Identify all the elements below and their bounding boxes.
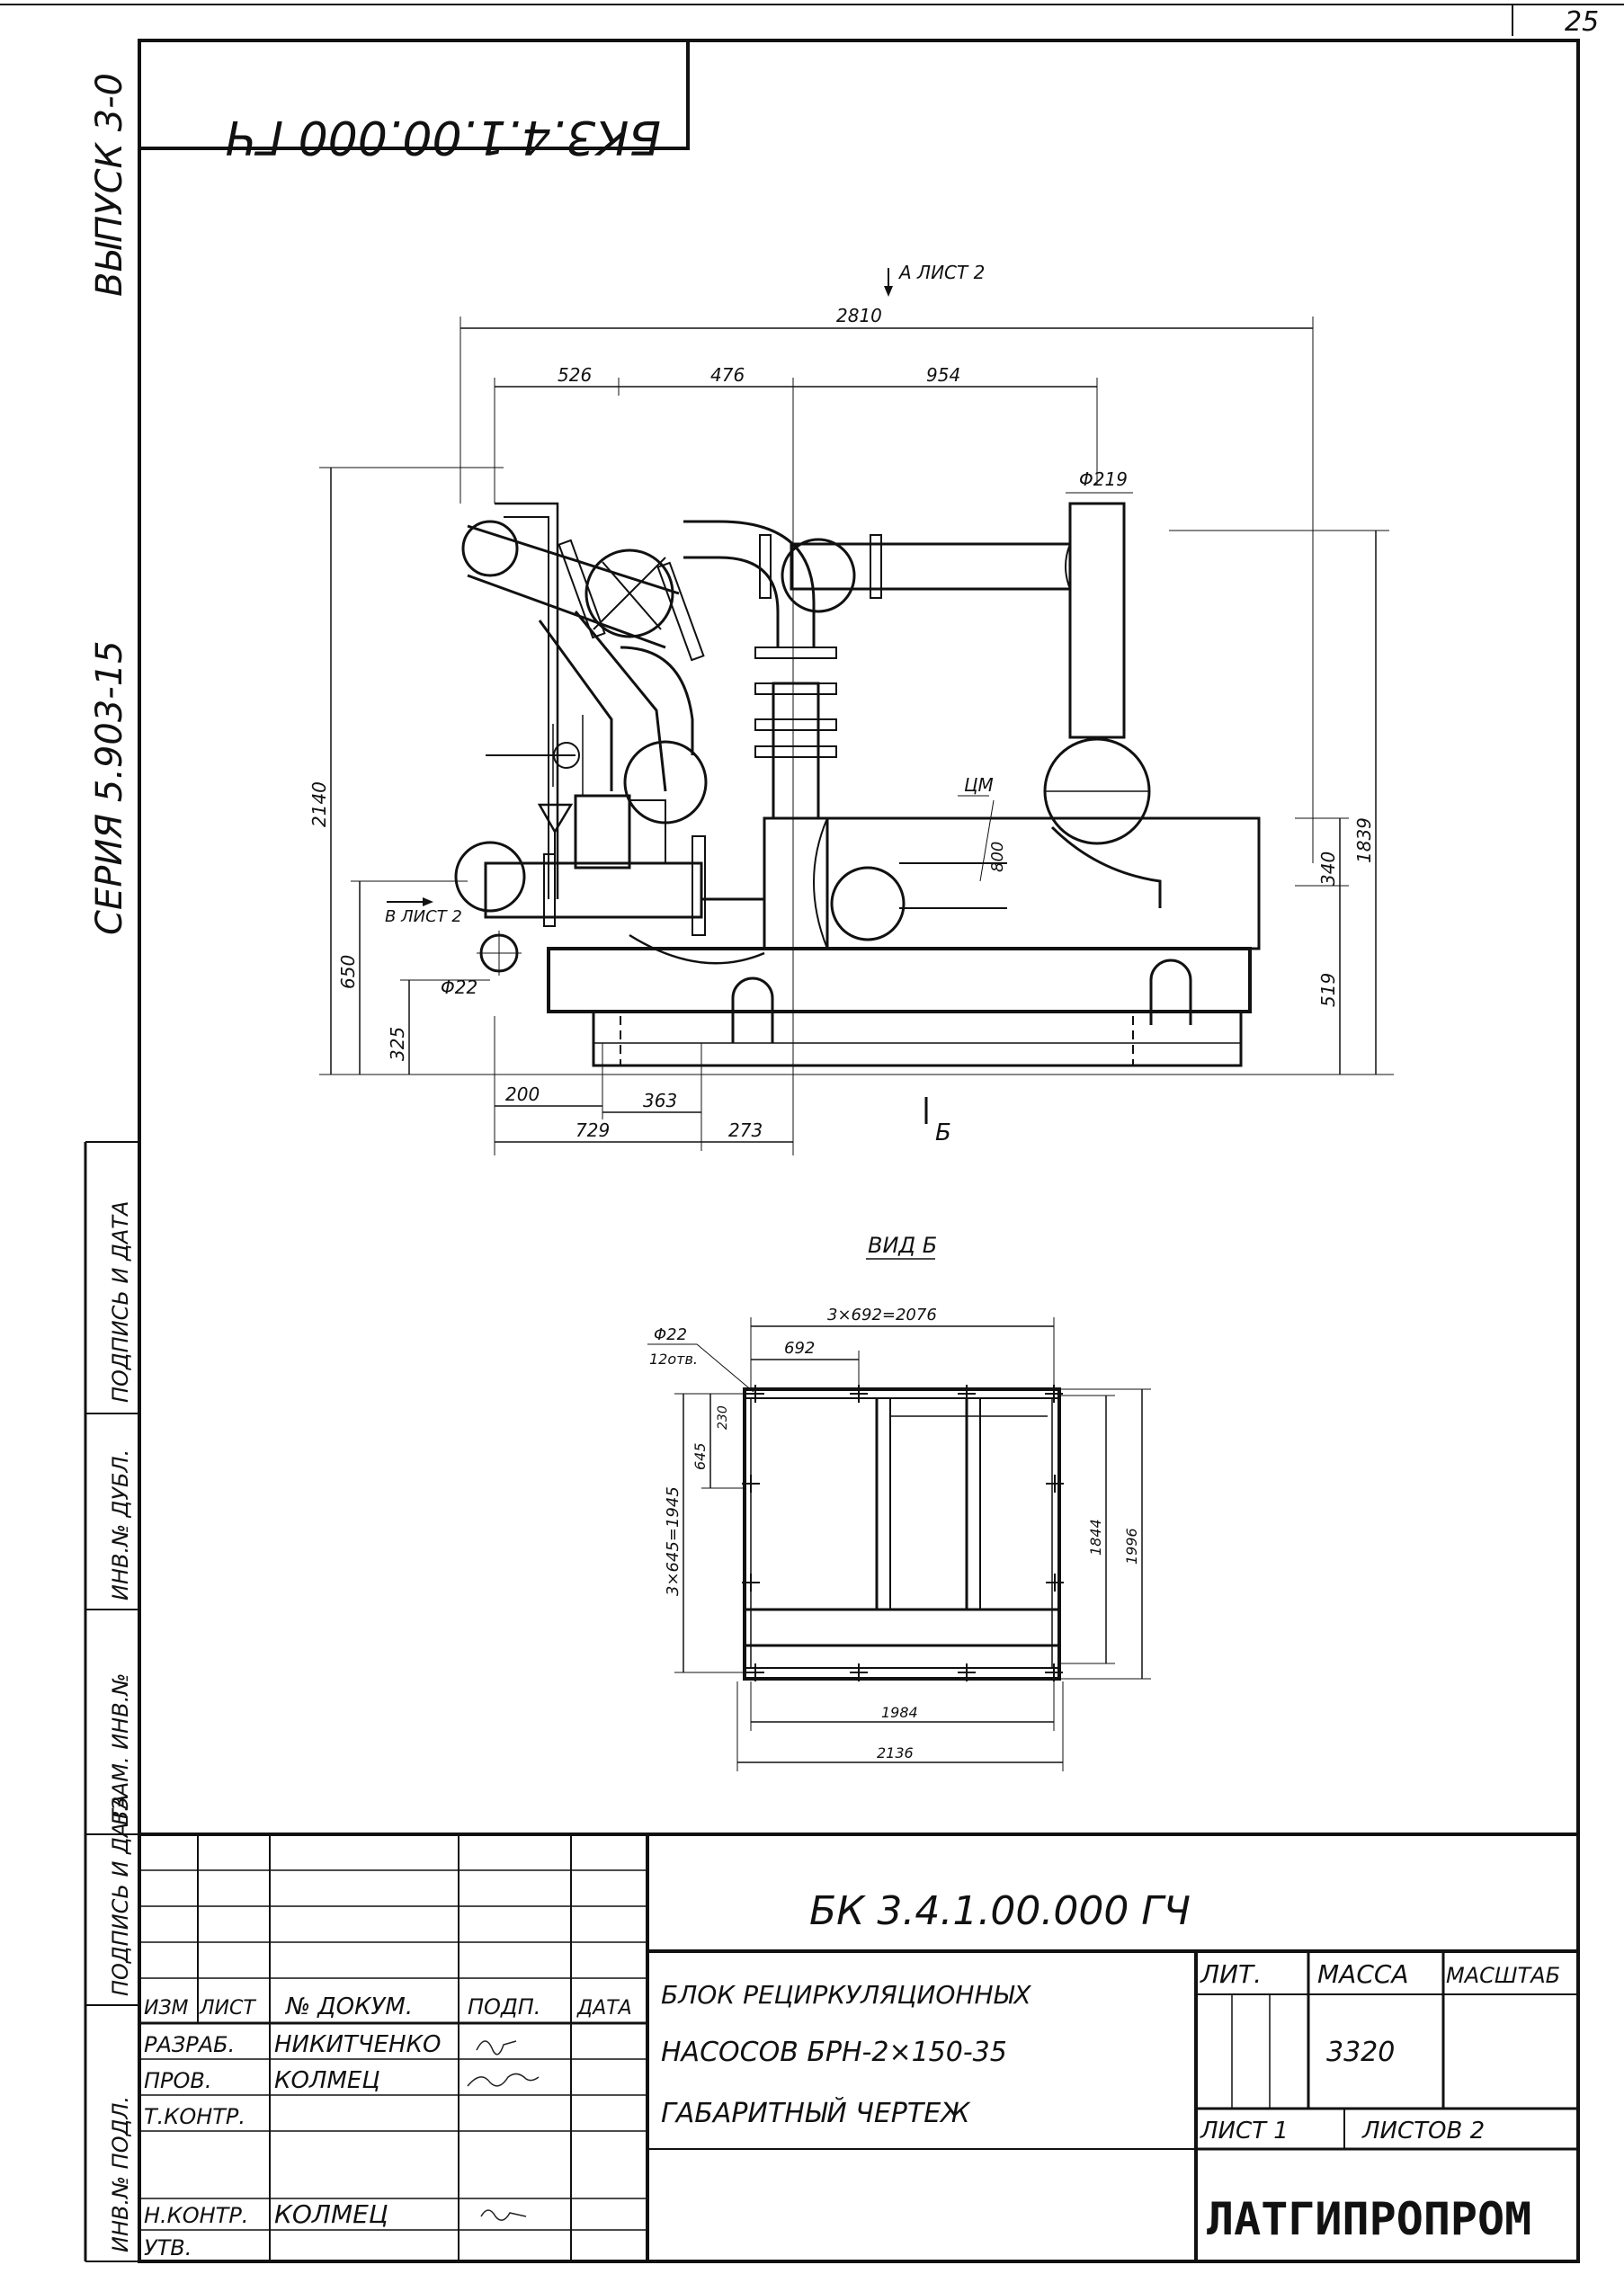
lit-label: ЛИТ. xyxy=(1200,1959,1262,1989)
signatures xyxy=(467,2040,540,2221)
role-razrab: РАЗРАБ. xyxy=(144,2032,235,2057)
dim-325: 325 xyxy=(387,1027,408,1061)
plan-view-b: ВИД Б 3×692=20 xyxy=(647,1233,1151,1771)
side-field-sign-date-2: ПОДПИСЬ И ДАТА xyxy=(108,1201,133,1403)
dim-363: 363 xyxy=(643,1090,677,1111)
col-date: ДАТА xyxy=(576,1997,632,2020)
dim-526: 526 xyxy=(558,364,592,386)
title-name-line-1: БЛОК РЕЦИРКУЛЯЦИОННЫХ xyxy=(661,1980,1031,2010)
dim-692: 692 xyxy=(784,1339,815,1358)
view-b-title: ВИД Б xyxy=(868,1233,937,1258)
side-field-sign-date-1: ПОДПИСЬ И ДАТА xyxy=(108,1795,133,1996)
series-label: СЕРИЯ 5.903-15 xyxy=(89,640,130,935)
dim-phi22-b: Φ22 xyxy=(654,1325,687,1344)
page-number: 25 xyxy=(1565,6,1599,38)
mirrored-code: БК3.4.1.00.000 ГЧ xyxy=(225,110,661,164)
view-a-label: А ЛИСТ 2 xyxy=(897,262,985,283)
section-b-marker: Б xyxy=(935,1119,951,1146)
side-field-inv-dubl: ИНВ.№ ДУБЛ. xyxy=(108,1449,133,1601)
name-n-kontr: КОЛМЕЦ xyxy=(274,2199,388,2229)
col-sign: ПОДП. xyxy=(468,1994,540,2020)
dim-1844: 1844 xyxy=(1087,1519,1104,1556)
dim-230: 230 xyxy=(716,1405,730,1430)
scale-label: МАСШТАБ xyxy=(1446,1963,1560,1988)
dim-2136: 2136 xyxy=(877,1744,914,1761)
dim-2810: 2810 xyxy=(836,305,882,326)
role-n-kontr: Н.КОНТР. xyxy=(144,2203,248,2228)
title-name-line-3: ГАБАРИТНЫЙ ЧЕРТЕЖ xyxy=(661,2097,971,2129)
name-razrab: НИКИТЧЕНКО xyxy=(274,2031,442,2058)
cm-label: ЦМ xyxy=(964,774,994,796)
dim-1996: 1996 xyxy=(1123,1528,1140,1565)
dim-1984: 1984 xyxy=(881,1704,918,1721)
sheets-label: ЛИСТОВ 2 xyxy=(1361,2118,1485,2145)
dim-273: 273 xyxy=(728,1119,763,1141)
role-prov: ПРОВ. xyxy=(144,2068,212,2093)
name-prov: КОЛМЕЦ xyxy=(274,2067,380,2094)
view-b-arrow-label: В ЛИСТ 2 xyxy=(385,907,462,926)
dim-800: 800 xyxy=(988,842,1007,872)
dim-phi22-main: Φ22 xyxy=(441,976,477,998)
org-name: ЛАТГИПРОПРОМ xyxy=(1207,2193,1531,2245)
side-field-inv-podl: ИНВ.№ ПОДЛ. xyxy=(108,2096,133,2252)
issue-label: ВЫПУСК 3-0 xyxy=(89,73,130,297)
dim-phi219: Φ219 xyxy=(1079,468,1128,490)
dim-519: 519 xyxy=(1317,973,1339,1007)
dim-954: 954 xyxy=(926,364,960,386)
title-block: ИЗМ ЛИСТ № ДОКУМ. ПОДП. ДАТА РАЗРАБ. НИК… xyxy=(139,1833,1578,2261)
role-t-kontr: Т.КОНТР. xyxy=(144,2104,245,2129)
dim-650: 650 xyxy=(337,955,359,989)
col-izm: ИЗМ xyxy=(144,1997,189,2020)
mass-label: МАССА xyxy=(1317,1959,1409,1989)
dim-1839: 1839 xyxy=(1353,817,1375,863)
dim-3x645: 3×645=1945 xyxy=(664,1486,683,1596)
col-list: ЛИСТ xyxy=(199,1997,256,2020)
dim-200: 200 xyxy=(505,1083,540,1105)
dim-3x692: 3×692=2076 xyxy=(827,1306,937,1324)
title-code: БК 3.4.1.00.000 ГЧ xyxy=(809,1888,1191,1934)
role-utv: УТВ. xyxy=(144,2235,192,2261)
mass-value: 3320 xyxy=(1326,2037,1395,2068)
dim-340: 340 xyxy=(1317,852,1339,886)
drawing-frame xyxy=(138,39,1580,2263)
dim-476: 476 xyxy=(710,364,745,386)
dim-holes: 12отв. xyxy=(649,1351,698,1368)
title-name-line-2: НАСОСОВ БРН-2×150-35 xyxy=(661,2037,1007,2068)
col-doc: № ДОКУМ. xyxy=(284,1993,413,2020)
dim-645: 645 xyxy=(692,1442,709,1470)
dim-2140: 2140 xyxy=(308,781,330,827)
dim-729: 729 xyxy=(576,1119,610,1141)
main-elevation-view: А ЛИСТ 2 2810 526 476 954 Φ219 2140 650 … xyxy=(308,262,1394,1155)
side-field-vzam-inv: ВЗАМ. ИНВ.№ xyxy=(108,1673,133,1825)
sheet-label: ЛИСТ 1 xyxy=(1200,2118,1289,2145)
